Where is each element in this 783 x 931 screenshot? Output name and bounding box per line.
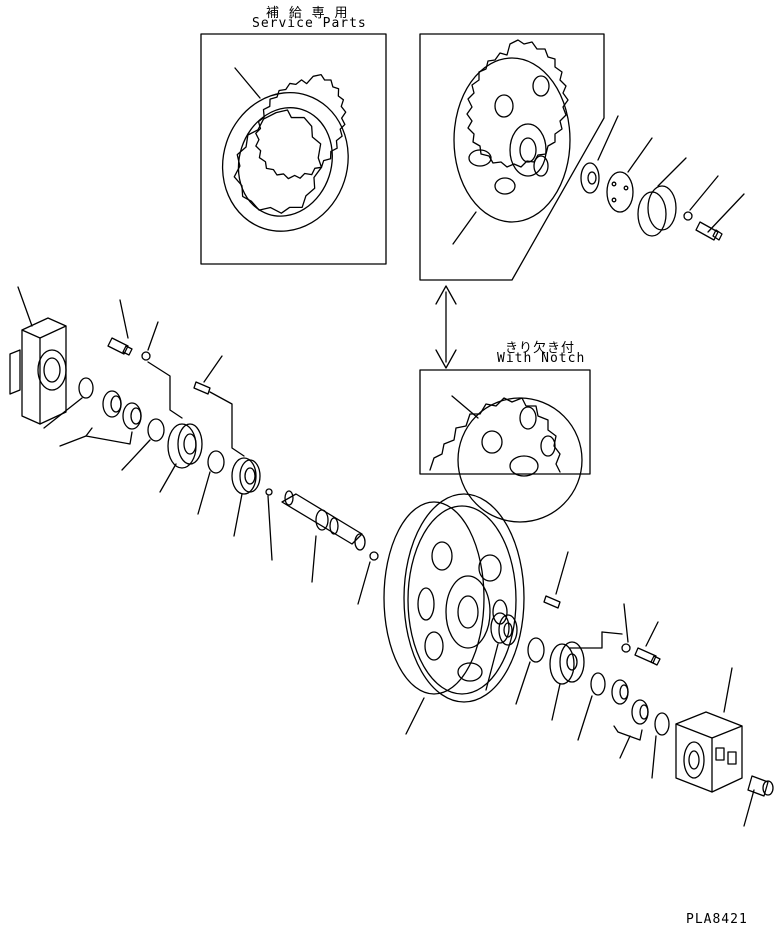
- segment-sprocket-ring: [221, 74, 349, 232]
- sprocket-cap: [637, 157, 687, 237]
- washer-icon: [683, 211, 693, 221]
- left-washer-icon: [141, 351, 151, 361]
- o-ring-right-3: [654, 712, 670, 736]
- service-parts-label: Service Parts: [252, 16, 367, 31]
- sprocket-boss: [580, 115, 619, 194]
- o-ring-right-1: [527, 637, 545, 663]
- with-notch-box: [419, 369, 591, 523]
- sprocket-box: [419, 33, 745, 281]
- o-ring-left-1: [78, 377, 94, 399]
- right-adjuster-bolt: [743, 775, 774, 827]
- right-bracket: [675, 667, 743, 793]
- o-ring-right-2: [590, 672, 606, 696]
- right-bearing: [611, 679, 649, 759]
- right-bolt-icon: [634, 621, 661, 666]
- sprocket-wheel: [453, 39, 571, 223]
- right-washer-group: [569, 603, 631, 653]
- drawing-code-label: PLA8421: [686, 912, 748, 927]
- o-ring-left-2: [147, 418, 165, 442]
- small-ring-icon: [265, 488, 273, 496]
- service-parts-box: [200, 33, 387, 265]
- idler-shaft: [281, 490, 366, 583]
- right-pin-icon: [543, 551, 569, 609]
- left-bracket: [9, 286, 67, 425]
- left-bearing: [59, 390, 142, 447]
- with-notch-label: With Notch: [497, 351, 586, 366]
- o-ring-left-3: [207, 450, 225, 474]
- left-collar: [231, 457, 261, 537]
- sprocket-plate: [606, 137, 653, 213]
- left-bolt-icon: [107, 299, 133, 356]
- double-arrow-icon: [435, 285, 457, 369]
- left-floating-seal: [159, 423, 203, 493]
- shaft-ring-icon: [369, 551, 379, 561]
- pin-icon: [193, 355, 245, 457]
- bolt-icon: [695, 193, 745, 241]
- with-notch-jp-label: きり欠き付: [505, 341, 576, 356]
- idler-wheel: [383, 493, 525, 735]
- service-parts-jp-label: 補 給 専 用: [266, 6, 349, 21]
- right-collar: [485, 612, 518, 691]
- right-floating-seal: [549, 641, 585, 721]
